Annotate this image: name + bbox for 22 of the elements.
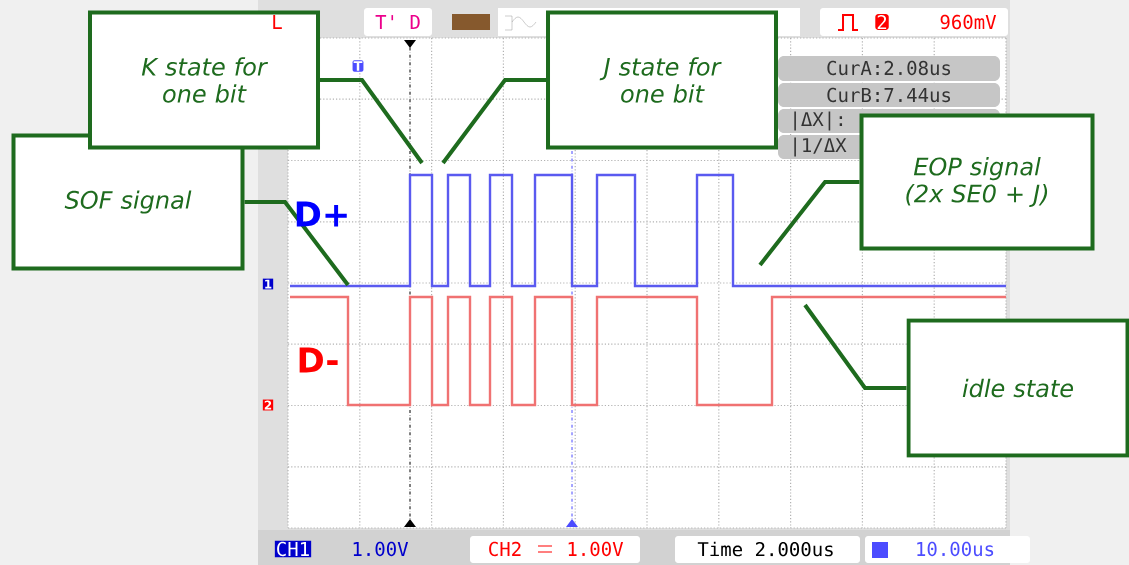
scope-readout: 1.00V	[353, 541, 409, 557]
cursor-readout: |ΔX|:	[794, 111, 843, 131]
scope-readout: L	[273, 15, 282, 29]
leader-line	[758, 180, 860, 267]
callout-box: idle state	[906, 318, 1129, 458]
scope-readout: 10.00us	[917, 541, 994, 557]
cursor-readout: CurB:7.44us	[827, 87, 951, 103]
scope-readout: 960mV	[940, 14, 997, 30]
callout-box: EOP signal (2x SE0 + J)	[859, 113, 1095, 251]
scope-readout: T' D	[375, 15, 420, 29]
scope-readout: 1.00V	[568, 541, 624, 557]
scope-readout: CH2	[489, 541, 521, 557]
callout-box: SOF signal	[11, 133, 245, 271]
leader-line	[441, 78, 546, 165]
trace-label: D+	[296, 201, 347, 227]
scope-readout: Time 2.000us	[697, 541, 833, 557]
trace-label: D-	[299, 347, 338, 373]
cursor-readout: |1/ΔX	[794, 137, 847, 157]
cursor-readout: CurA:2.08us	[827, 60, 951, 76]
leader-line	[803, 303, 907, 390]
leader-line	[320, 78, 424, 165]
leader-line	[244, 200, 350, 287]
